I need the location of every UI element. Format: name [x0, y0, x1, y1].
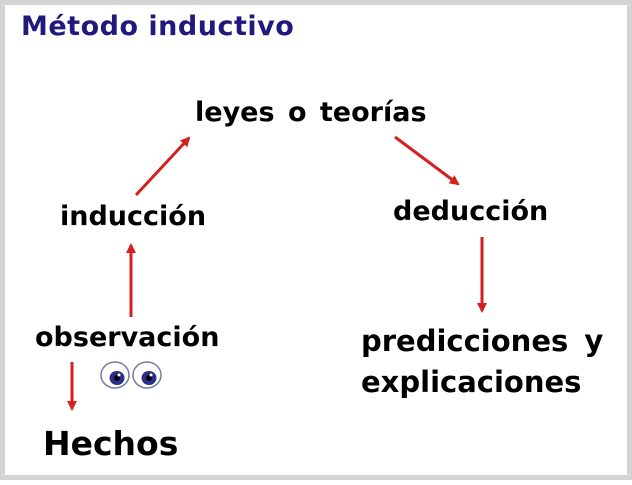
node-observacion: observación [35, 322, 220, 353]
diagram-arrows [67, 135, 487, 411]
arrow-leyes-to-deduccion [394, 135, 460, 186]
node-predicciones-line2: explicaciones [361, 365, 582, 400]
node-induccion: inducción [60, 201, 207, 232]
node-predicciones-line1: predicciones y [361, 324, 604, 358]
node-hechos: Hechos [43, 424, 179, 463]
node-predicciones-y-explicaciones: predicciones y explicaciones [361, 321, 603, 403]
arrow-induccion-to-leyes [134, 136, 191, 197]
node-deduccion: deducción [393, 196, 549, 227]
node-leyes-o-teorias: leyes o teorías [195, 97, 427, 128]
eyes-icon [100, 361, 162, 389]
page-title: Método inductivo [21, 11, 295, 42]
